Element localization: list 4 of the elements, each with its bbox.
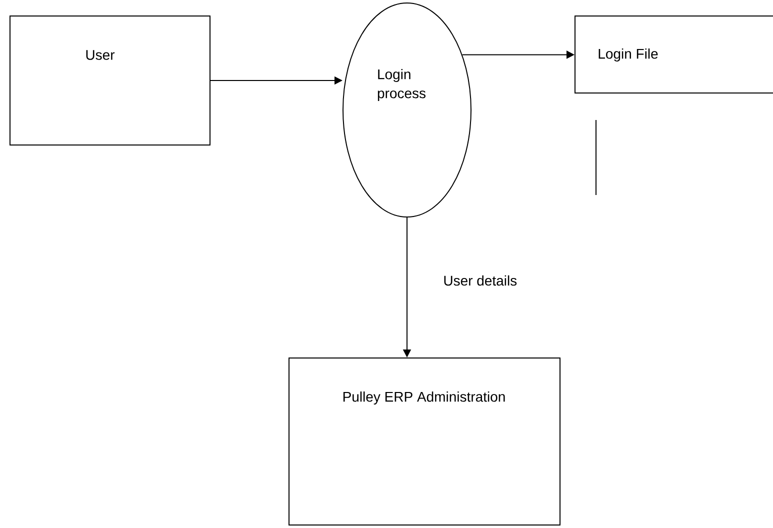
entity-box: Pulley ERP Administration: [288, 358, 560, 526]
entity-box: User: [10, 16, 210, 146]
entity-box: Login File: [574, 16, 773, 94]
edge-label: User details: [442, 274, 518, 287]
